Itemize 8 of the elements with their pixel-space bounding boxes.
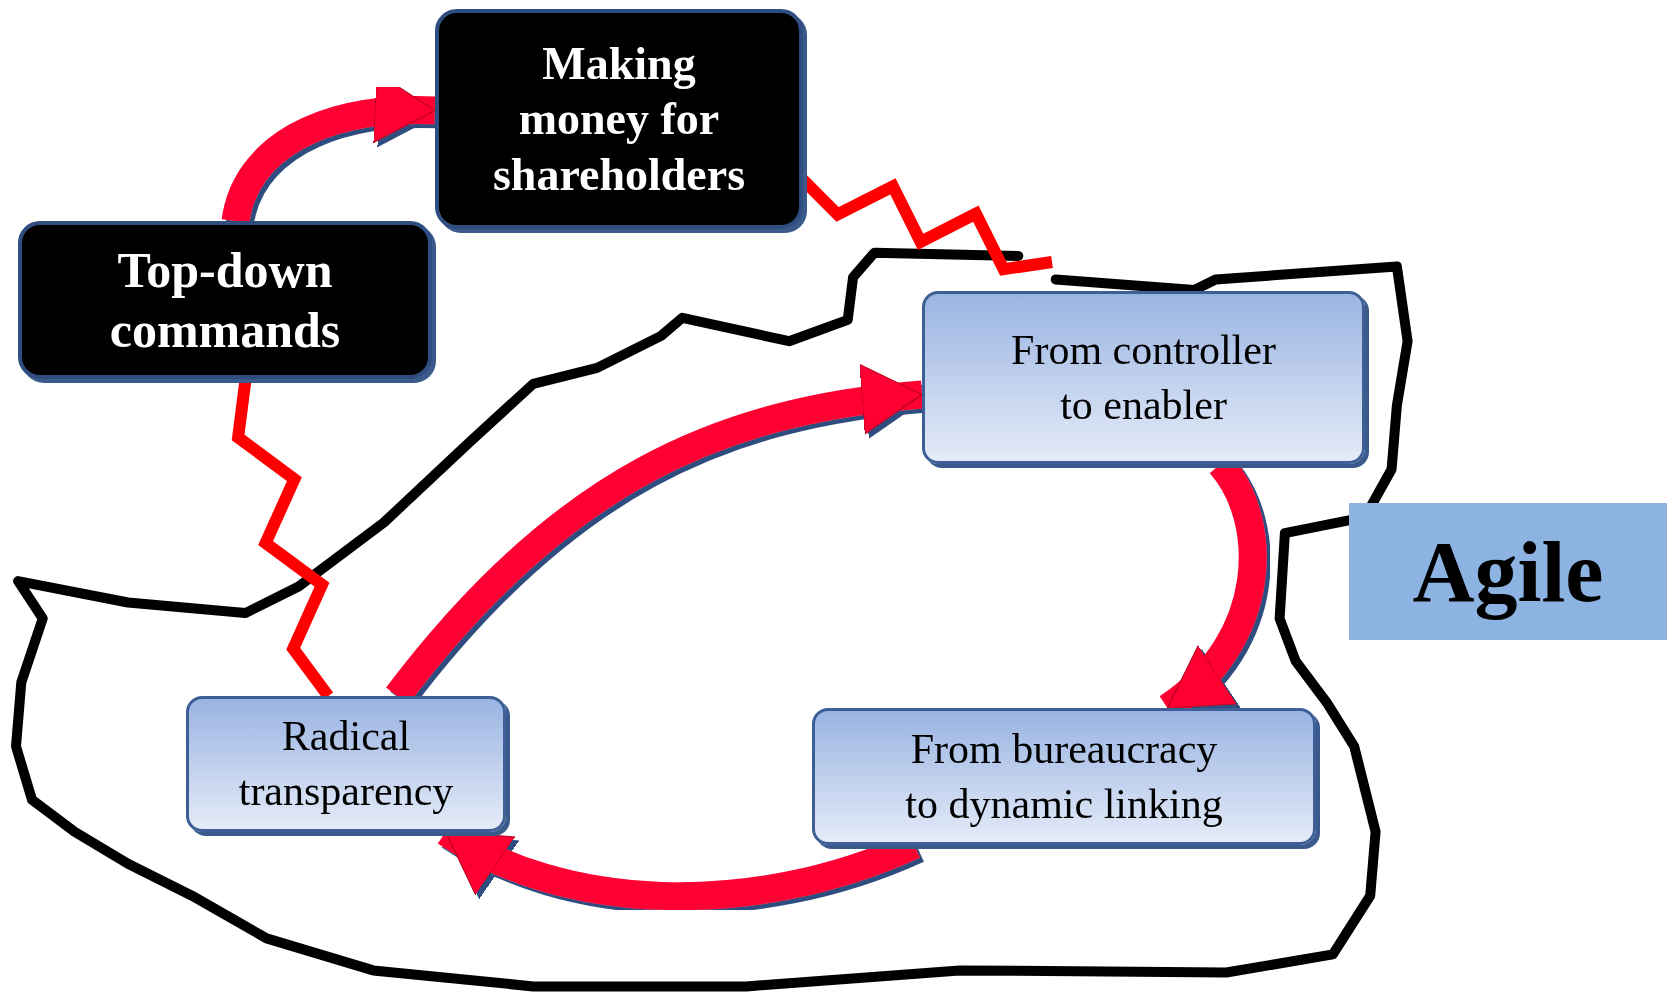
box-label: From controller to enabler [1010, 325, 1277, 430]
curved-arrow [221, 74, 436, 224]
box-label: Making money for shareholders [491, 37, 747, 202]
box-label: Agile [1411, 522, 1605, 622]
box-label: Top-down commands [108, 241, 342, 360]
box-label: Radical transparency [237, 712, 455, 816]
box-label: From bureaucracy to dynamic linking [904, 724, 1224, 829]
title-band [1349, 503, 1667, 640]
